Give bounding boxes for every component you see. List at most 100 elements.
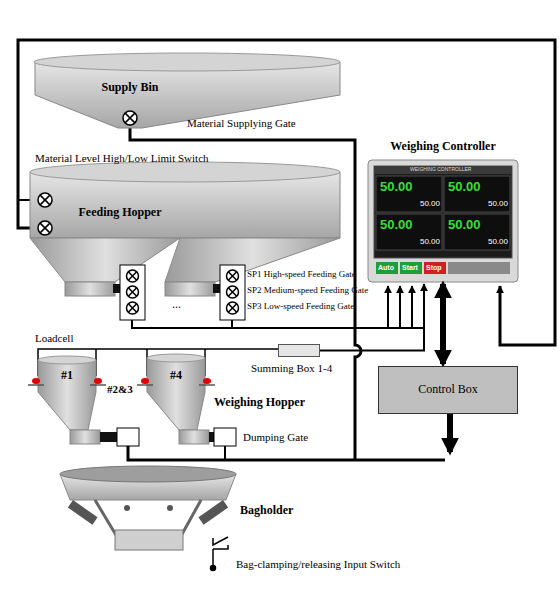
weighing-hopper-shape [117,428,139,446]
bagholder-shape [68,500,98,525]
readout-value: 50.00 [380,218,413,232]
signal-wire [224,446,226,460]
part-label: SP3 Low-speed Feeding Gate [247,302,354,312]
signal-wire [132,320,424,328]
gate-symbol [128,272,136,280]
controller-device [374,166,512,174]
gate-symbol [127,270,139,282]
gate-symbol [40,223,50,233]
summing-box: Summing Box 1-4 [278,344,320,357]
loadcell-symbol [94,378,102,384]
weighing-hopper-shape [147,358,205,430]
gate-symbol [228,288,236,296]
gate-symbol [127,270,139,282]
weighing-hopper-shape [38,354,236,446]
weighing-hopper: #4 [149,366,203,386]
part-label: Material Level High/Low Limit Switch [35,152,209,164]
bagholder-shape [60,466,236,482]
gate-symbol [227,270,239,282]
readout-value: 50.00 [488,238,508,247]
loadcell-symbol [32,378,40,384]
bagholder-shape [124,505,130,511]
signal-wire [18,40,555,460]
supply-bin-shape [34,53,340,128]
gate-symbol [123,111,137,125]
node-text: #1 [61,369,73,382]
bagholder-shape [60,466,236,550]
node-text: #4 [170,369,182,382]
weighing-hopper-shape [209,432,214,442]
part-label: ... [172,298,181,311]
input-switch-symbol [211,537,229,571]
weighing-hopper-shape [100,432,117,442]
part-label: WEIGHING CONTROLLER [410,167,471,173]
feeding-hopper-shape [65,282,115,296]
weighing-hopper-shape [214,428,236,446]
gate-symbol [228,272,236,280]
controller-device [376,214,442,250]
signal-wire [387,286,389,328]
node-text: Summing Box 1-4 [251,362,332,374]
signal-wire [128,446,445,460]
gate-symbol [127,286,139,298]
supply-bin: Supply Bin [60,78,200,98]
loadcell-symbol [141,378,149,384]
gate-symbol [128,288,136,296]
weighing-hopper-shape [38,356,96,364]
button-label: Auto [378,264,394,272]
node-text: Control Box [418,383,478,396]
feeding-hopper-shape [165,282,215,296]
bagholder-shape [198,500,228,525]
controller-device [368,160,518,282]
controller-device [448,262,510,274]
readout-value: 50.00 [448,180,481,194]
gate-symbol [127,302,139,314]
feeding-hopper: Feeding Hopper [60,203,180,223]
bagholder-shape [167,505,173,511]
controller-device [376,176,442,212]
gate-symbol [38,221,52,235]
part-label: SP1 High-speed Feeding Gate [247,270,356,280]
signal-wire [18,40,555,345]
input-switch-symbol [213,545,228,549]
bagholder-shape [115,530,183,550]
part-label: Material Supplying Gate [187,117,296,129]
gate-symbol [127,286,139,298]
weighing-hopper: #1 [40,366,94,386]
part-label: Bagholder [240,504,293,517]
part-label: Dumping Gate [243,431,308,443]
gate-symbol [227,286,239,298]
controller-device [374,166,512,258]
part-label: Bag-clamping/releasing Input Switch [236,558,400,570]
controller-device [444,214,510,250]
part-label: SP2 Medium-speed Feeding Gate [247,286,368,296]
signal-wire [447,414,453,452]
node-text: Weighing Controller [390,140,495,153]
readout-value: 50.00 [448,218,481,232]
weighing-hopper-shape [70,430,100,444]
gate-symbol [128,304,136,312]
gate-symbol [228,304,236,312]
feeding-hopper-shape [220,265,245,320]
signal-wire [399,286,401,328]
supply-bin-shape [34,53,340,71]
signal-wire [411,286,413,328]
button-label: Stop [426,264,442,272]
control-box: Control Box [378,366,518,414]
gate-symbol [40,195,50,205]
node-text: Supply Bin [101,81,158,94]
gate-symbol [227,302,239,314]
controller-device [400,262,422,274]
feeding-hopper-shape [30,162,340,320]
controller-device [368,160,518,282]
part-label: Weighing Hopper [214,396,305,409]
feeding-hopper-shape [30,162,340,182]
part-label: #2&3 [107,383,133,395]
button-label: Start [402,264,418,272]
gate-symbol [38,221,52,235]
gate-symbol [227,302,239,314]
readout-value: 50.00 [420,200,440,209]
feeding-hopper-shape [30,238,180,282]
readout-value: 50.00 [488,200,508,209]
